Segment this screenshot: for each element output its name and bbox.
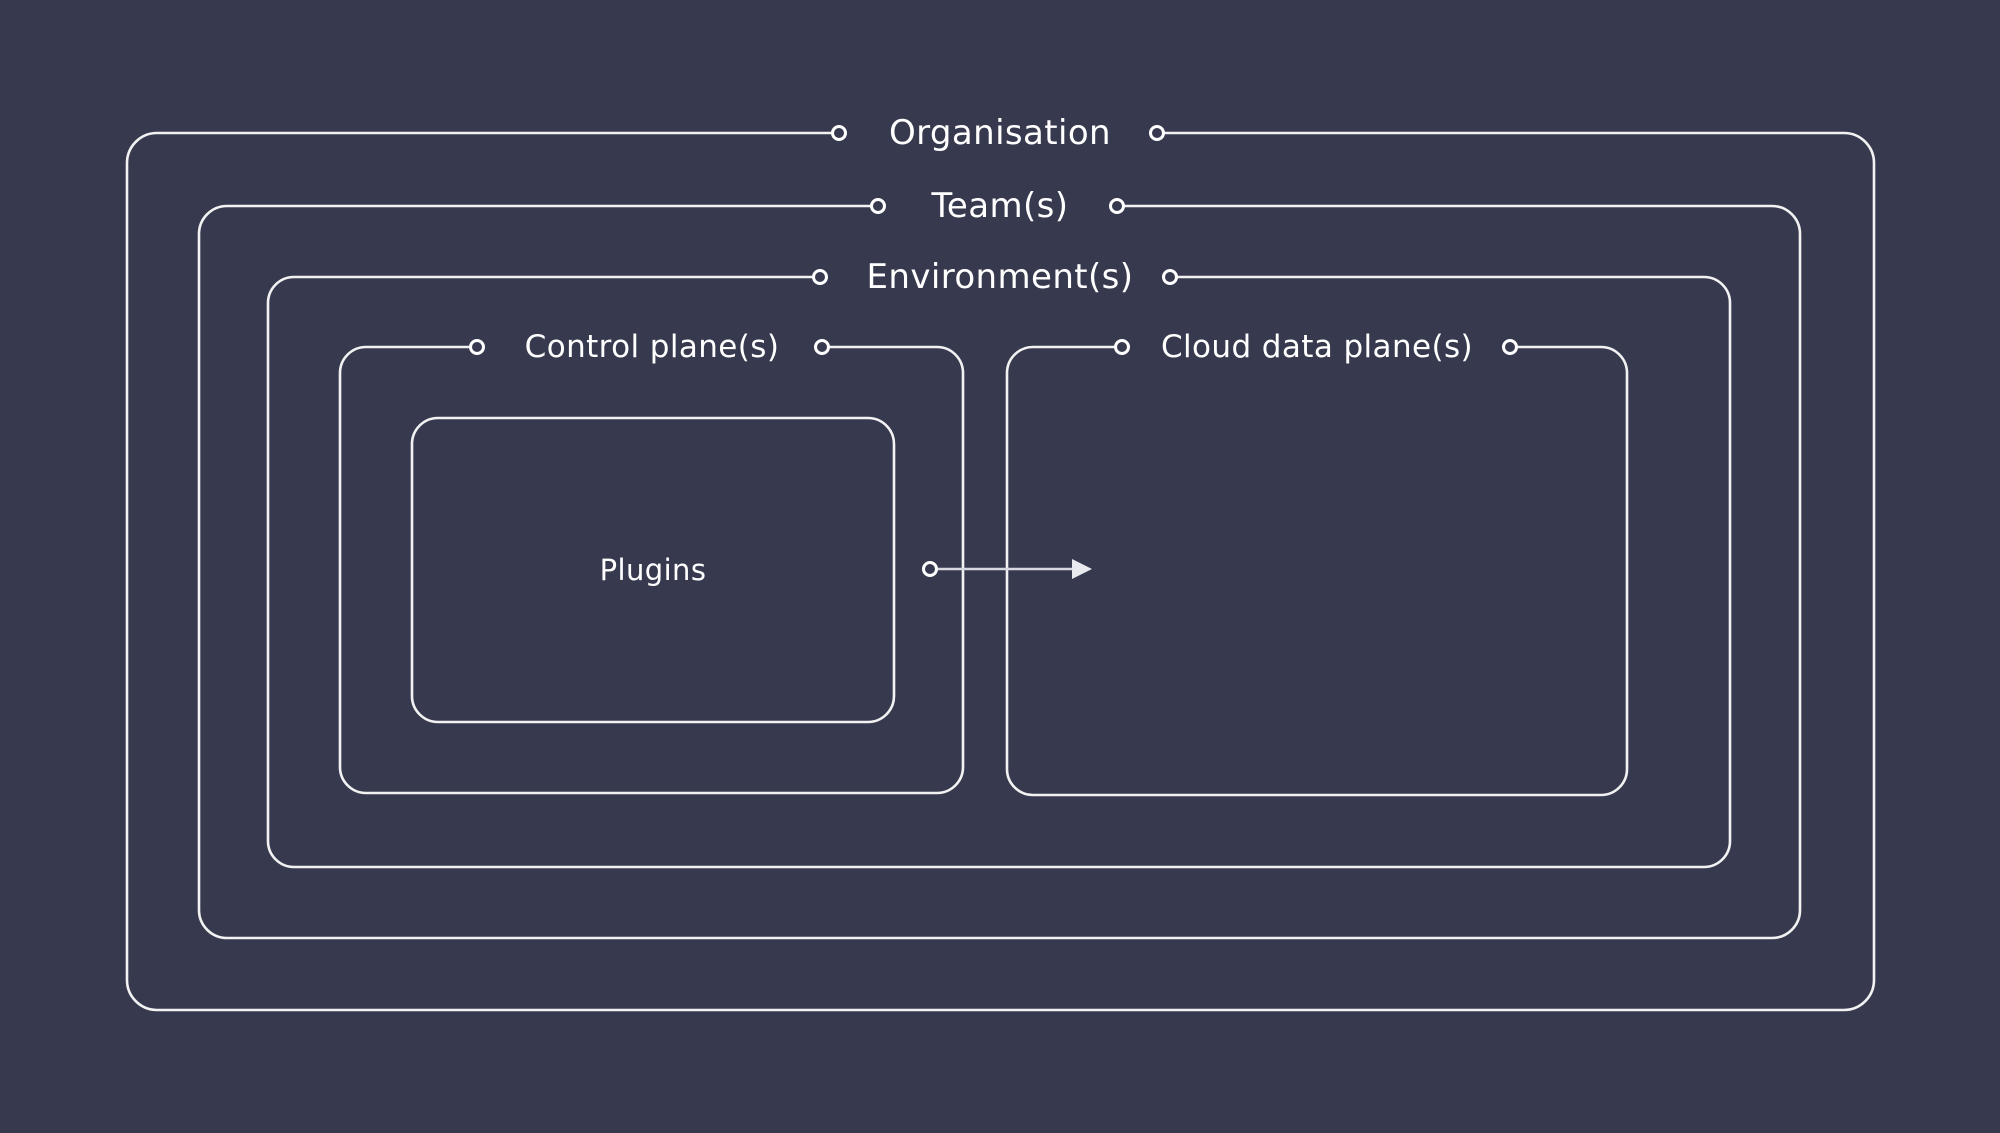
flow-plugins-to-cloud-data-plane (922, 559, 1092, 579)
control-plane-left-dot (469, 339, 485, 355)
flow-source-dot (922, 561, 938, 577)
flow-arrow-head-icon (1072, 559, 1092, 579)
team-right-dot (1109, 198, 1125, 214)
organisation-left-dot (831, 125, 847, 141)
team-left-dot (870, 198, 886, 214)
control-plane-box-outline (338, 345, 965, 795)
cloud-data-plane-left-dot (1114, 339, 1130, 355)
tier-environment (266, 269, 1732, 869)
tier-organisation (125, 125, 1876, 1012)
tier-team (197, 198, 1802, 940)
node-plugins (410, 416, 896, 724)
plugins-box-outline (410, 416, 896, 724)
plane-control-plane (338, 339, 965, 795)
team-box-outline (197, 204, 1802, 940)
organisation-right-dot (1149, 125, 1165, 141)
environment-left-dot (812, 269, 828, 285)
cloud-data-plane-right-dot (1502, 339, 1518, 355)
cloud-data-plane-box-outline (1005, 345, 1629, 797)
organisation-box-outline (125, 131, 1876, 1012)
control-plane-right-dot (814, 339, 830, 355)
environment-right-dot (1162, 269, 1178, 285)
environment-box-outline (266, 275, 1732, 869)
plane-cloud-data-plane (1005, 339, 1629, 797)
